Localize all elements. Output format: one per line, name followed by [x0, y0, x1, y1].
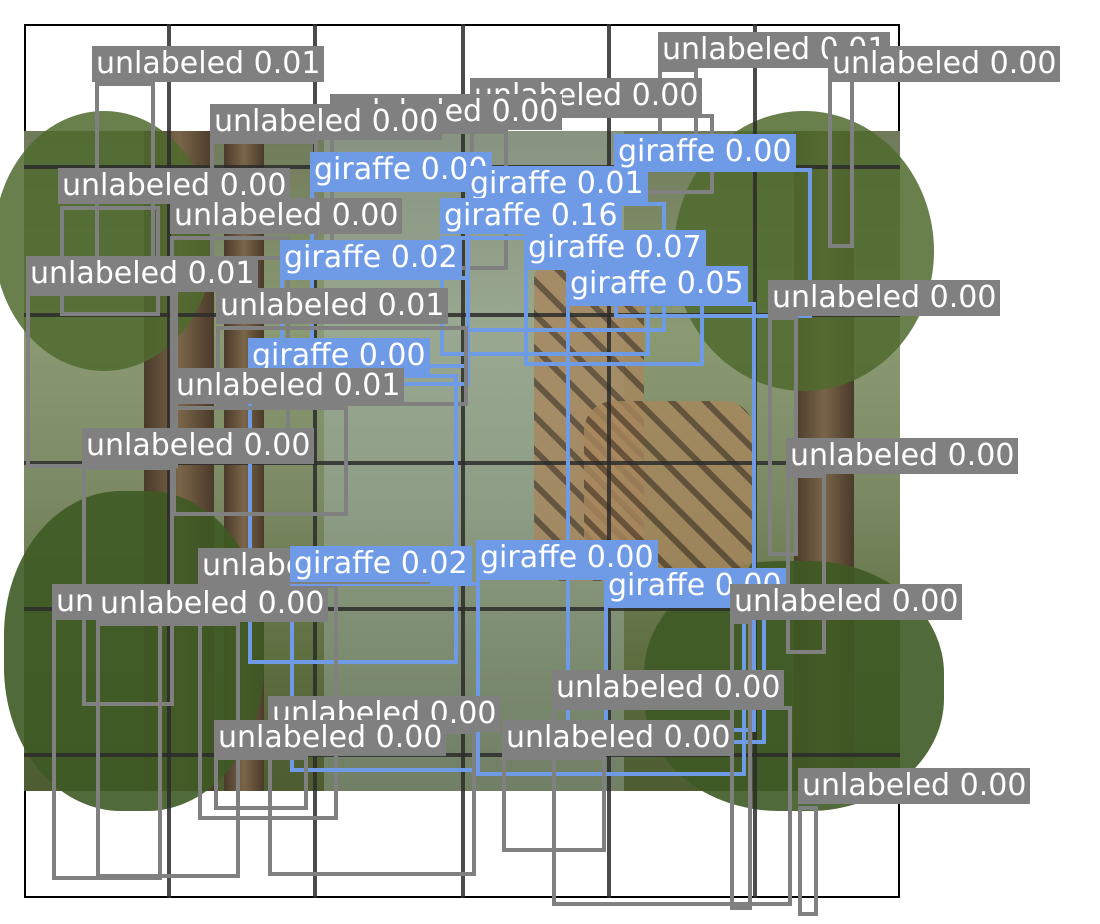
giraffe-detection-label: giraffe 0.00: [310, 152, 492, 188]
unlabeled-bounding-box: [216, 326, 468, 406]
unlabeled-detection-label: unlabeled 0.01: [26, 256, 259, 292]
unlabeled-bounding-box: [730, 620, 752, 910]
unlabeled-detection-label: unlabeled 0.00: [786, 438, 1019, 474]
giraffe-detection-label: giraffe 0.05: [566, 266, 748, 302]
unlabeled-detection-label: unlabeled 0.00: [730, 584, 963, 620]
unlabeled-detection-label: unlabeled 0.00: [96, 586, 329, 622]
unlabeled-detection-label: unlabeled 0.00: [828, 46, 1061, 82]
unlabeled-bounding-box: [502, 756, 606, 852]
unlabeled-detection-label: unlabeled 0.00: [502, 720, 735, 756]
giraffe-detection-label: giraffe 0.01: [466, 166, 648, 202]
unlabeled-detection-label: unlabeled 0.00: [214, 720, 447, 756]
giraffe-detection-label: giraffe 0.00: [614, 134, 796, 170]
unlabeled-detection-label: unlabeled 0.00: [552, 670, 785, 706]
grid-line-horizontal: [24, 461, 900, 465]
unlabeled-bounding-box: [798, 806, 818, 916]
giraffe-detection-label: giraffe 0.07: [524, 230, 706, 266]
unlabeled-detection-label: unlabeled 0.01: [216, 288, 449, 324]
tree-foliage: [0, 111, 214, 371]
grid-line-horizontal: [24, 607, 900, 611]
unlabeled-bounding-box: [768, 316, 798, 556]
unlabeled-detection-label: unlabeled 0.01: [172, 368, 405, 404]
unlabeled-bounding-box: [214, 756, 308, 810]
unlabeled-detection-label: unlabeled 0.00: [768, 280, 1001, 316]
grid-line-horizontal: [24, 753, 900, 757]
unlabeled-detection-label: unlabeled 0.01: [92, 46, 325, 82]
unlabeled-detection-label: unlabeled 0.00: [798, 768, 1031, 804]
giraffe-detection-label: giraffe 0.02: [280, 240, 462, 276]
giraffe-detection-label: giraffe 0.16: [440, 198, 622, 234]
grid-line-horizontal: [24, 313, 900, 317]
unlabeled-bounding-box: [828, 62, 854, 248]
unlabeled-detection-label: unlabeled 0.00: [210, 104, 443, 140]
unlabeled-detection-label: unlabeled 0.00: [170, 198, 403, 234]
unlabeled-detection-label: unlabeled 0.00: [82, 428, 315, 464]
unlabeled-bounding-box: [552, 706, 792, 906]
giraffe-detection-label: giraffe 0.02: [290, 546, 472, 582]
unlabeled-bounding-box: [786, 474, 826, 654]
